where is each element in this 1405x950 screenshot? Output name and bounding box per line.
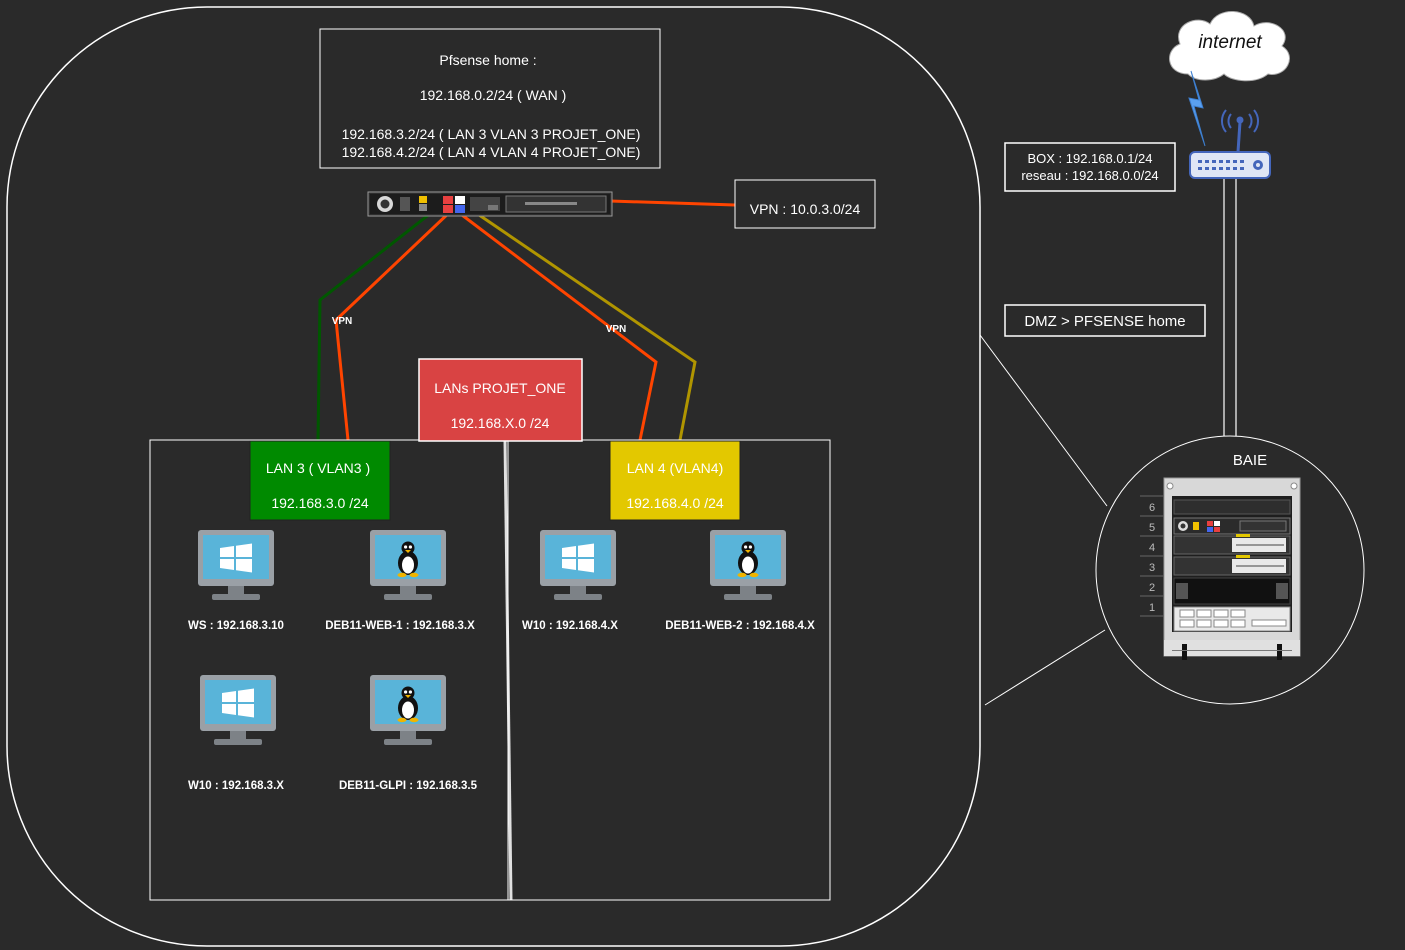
windows-monitor-icon	[198, 530, 274, 600]
box-line2: reseau : 192.168.0.0/24	[1021, 168, 1158, 183]
host-deb-glpi: DEB11-GLPI : 192.168.3.5	[339, 780, 478, 792]
pfsense-lan3: 192.168.3.2/24 ( LAN 3 VLAN 3 PROJET_ONE…	[342, 126, 641, 142]
host-deb-web2: DEB11-WEB-2 : 192.168.4.X	[665, 620, 815, 632]
link-pfsense-vpn	[609, 199, 736, 207]
rack-unit-numbers: 6 5 4 3 2 1	[1149, 502, 1155, 614]
baie-title: BAIE	[1233, 452, 1267, 469]
rack-unit-5: 5	[1149, 522, 1155, 534]
linux-monitor-icon	[370, 675, 446, 745]
vpn-tag-left: VPN	[332, 316, 353, 327]
host-w10-lan4: W10 : 192.168.4.X	[522, 620, 618, 632]
rack-unit-2: 2	[1149, 582, 1155, 594]
lan4-box	[609, 440, 741, 521]
vpn-tag-right: VPN	[606, 324, 627, 335]
host-deb-web1: DEB11-WEB-1 : 192.168.3.X	[325, 620, 475, 632]
internet-cloud-icon	[1169, 11, 1290, 82]
links	[316, 178, 1237, 901]
rack-unit-3: 3	[1149, 562, 1155, 574]
linux-monitor-icon	[710, 530, 786, 600]
lans-projet-one-box	[418, 358, 583, 442]
host-ws: WS : 192.168.3.10	[188, 620, 284, 632]
network-enclosure	[6, 6, 981, 947]
box-info-box	[1004, 142, 1176, 192]
box-line1: BOX : 192.168.0.1/24	[1027, 151, 1152, 166]
link-pfsense-lan3-vpn	[334, 208, 454, 441]
lans-projet-one-subnet: 192.168.X.0 /24	[451, 415, 550, 431]
lans-projet-one-title: LANs PROJET_ONE	[434, 380, 565, 396]
lan4-subnet: 192.168.4.0 /24	[626, 495, 724, 511]
linux-monitor-icon	[370, 530, 446, 600]
windows-monitor-icon	[540, 530, 616, 600]
pfsense-title: Pfsense home :	[439, 52, 536, 68]
lan3-subnet: 192.168.3.0 /24	[271, 495, 369, 511]
lan4-area	[507, 439, 831, 901]
pfsense-wan: 192.168.0.2/24 ( WAN )	[420, 87, 567, 103]
zoom-line-bottom	[984, 629, 1106, 706]
vpn-box	[734, 179, 876, 229]
dmz-box	[1004, 304, 1206, 337]
dmz-label: DMZ > PFSENSE home	[1024, 313, 1185, 330]
zoom-line-top	[979, 334, 1108, 507]
lan4-title: LAN 4 (VLAN4)	[627, 460, 723, 476]
rack-unit-1: 1	[1149, 602, 1155, 614]
link-pfsense-lan4-vpn	[457, 210, 658, 441]
router-icon	[1189, 109, 1271, 179]
pfsense-info-box	[319, 28, 661, 169]
pfsense-lan4: 192.168.4.2/24 ( LAN 4 VLAN 4 PROJET_ONE…	[342, 144, 641, 160]
host-w10-lan3: W10 : 192.168.3.X	[188, 780, 284, 792]
rack-icon	[1140, 477, 1301, 660]
pfsense-device	[367, 191, 613, 217]
lan3-title: LAN 3 ( VLAN3 )	[266, 460, 370, 476]
rack-unit-4: 4	[1149, 542, 1155, 554]
windows-monitor-icon	[200, 675, 276, 745]
vpn-label: VPN : 10.0.3.0/24	[750, 201, 861, 217]
rack-unit-6: 6	[1149, 502, 1155, 514]
link-pfsense-lan3-green	[316, 200, 446, 441]
lan3-box	[249, 440, 391, 521]
lightning-icon	[1188, 70, 1206, 147]
link-pfsense-lan4-yellow	[459, 200, 697, 441]
internet-label: internet	[1198, 32, 1262, 53]
